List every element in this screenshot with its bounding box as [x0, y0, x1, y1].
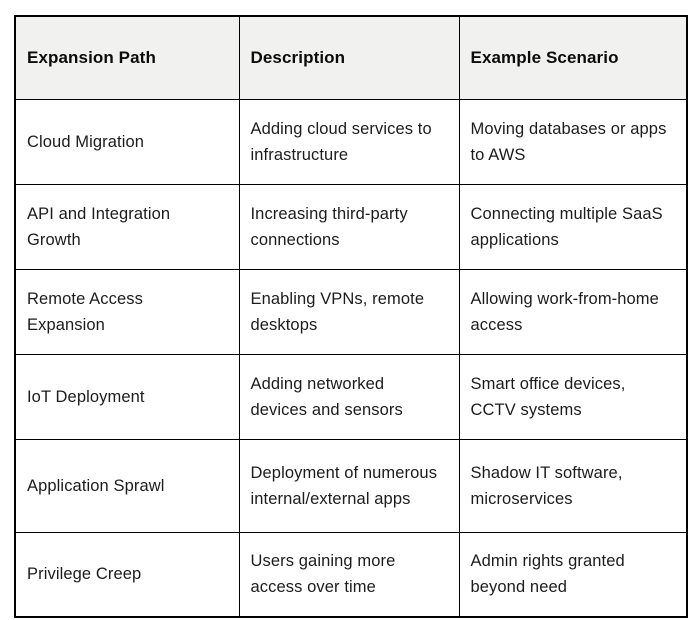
cell-description: Enabling VPNs, remote desktops	[238, 268, 460, 355]
table-row: IoT Deployment Adding networked devices …	[14, 353, 688, 440]
cell-description: Adding networked devices and sensors	[238, 353, 460, 440]
table-row: Cloud Migration Adding cloud services to…	[14, 98, 688, 185]
header-cell-example-scenario: Example Scenario	[458, 15, 688, 100]
cell-description: Increasing third-party connections	[238, 183, 460, 270]
cell-example-scenario: Admin rights granted beyond need	[458, 531, 688, 618]
cell-expansion-path: Application Sprawl	[14, 438, 240, 533]
table-row: Privilege Creep Users gaining more acces…	[14, 531, 688, 618]
cell-example-scenario: Connecting multiple SaaS applications	[458, 183, 688, 270]
table-row: Remote Access Expansion Enabling VPNs, r…	[14, 268, 688, 355]
table-row: API and Integration Growth Increasing th…	[14, 183, 688, 270]
cell-expansion-path: Cloud Migration	[14, 98, 240, 185]
cell-expansion-path: Privilege Creep	[14, 531, 240, 618]
header-row: Expansion Path Description Example Scena…	[14, 15, 688, 100]
expansion-paths-table: Expansion Path Description Example Scena…	[14, 15, 688, 618]
cell-expansion-path: Remote Access Expansion	[14, 268, 240, 355]
table-row: Application Sprawl Deployment of numerou…	[14, 438, 688, 533]
cell-description: Users gaining more access over time	[238, 531, 460, 618]
cell-expansion-path: API and Integration Growth	[14, 183, 240, 270]
cell-description: Adding cloud services to infrastructure	[238, 98, 460, 185]
cell-example-scenario: Moving databases or apps to AWS	[458, 98, 688, 185]
cell-expansion-path: IoT Deployment	[14, 353, 240, 440]
cell-example-scenario: Allowing work-from-home access	[458, 268, 688, 355]
header-cell-expansion-path: Expansion Path	[14, 15, 240, 100]
cell-description: Deployment of numerous internal/external…	[238, 438, 460, 533]
cell-example-scenario: Shadow IT software, microservices	[458, 438, 688, 533]
header-cell-description: Description	[238, 15, 460, 100]
cell-example-scenario: Smart office devices, CCTV systems	[458, 353, 688, 440]
